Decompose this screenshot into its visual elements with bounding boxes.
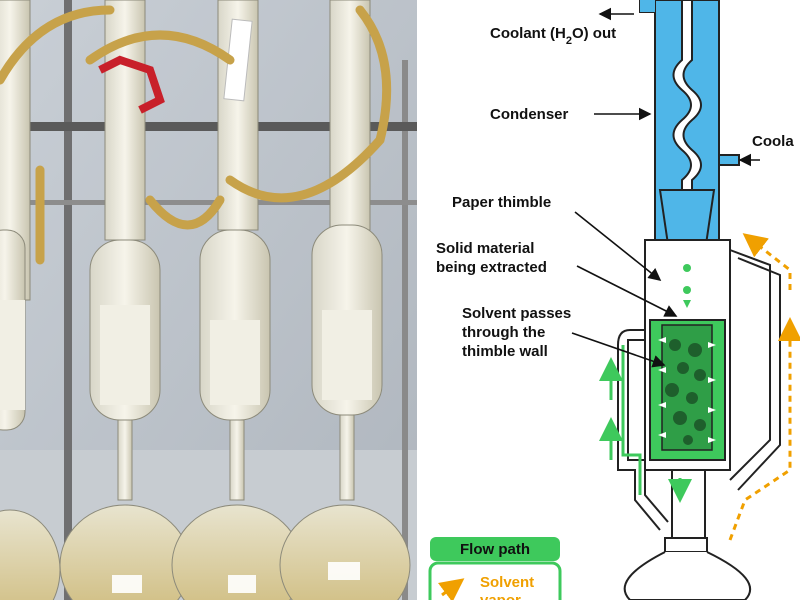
extractor-4 — [279, 0, 411, 600]
soxhlet-diagram: Coolant (H2O) out Coola Condenser Paper … — [428, 0, 800, 600]
legend-title: Flow path — [460, 541, 530, 558]
vapor-flow — [728, 233, 800, 541]
condenser — [639, 0, 740, 259]
solvent-label-line1: Solvent passes — [462, 305, 571, 322]
boiling-flask — [623, 537, 751, 600]
extractor-1 — [0, 0, 61, 600]
solid-material — [665, 339, 706, 445]
support-rod — [64, 0, 72, 600]
soxhlet-photo — [0, 0, 417, 600]
vapor-legend-arrow — [438, 578, 465, 600]
solid-material-label-line1: Solid material — [436, 240, 534, 257]
coolant-tubing — [0, 5, 392, 265]
legend-solvent-vapor-line1: Solvent — [480, 574, 534, 591]
condenser-label: Condenser — [490, 106, 569, 123]
coolant-in-label: Coola — [752, 133, 794, 150]
solvent-label-line2: through the — [462, 324, 545, 341]
flow-path-legend: Flow path Solvent vapor — [428, 537, 562, 600]
extractor-2 — [59, 0, 191, 600]
siphon-flow — [599, 345, 642, 495]
solvent-label-line3: thimble wall — [462, 343, 548, 360]
legend-title-box — [430, 537, 560, 561]
clamp-bar — [0, 122, 417, 131]
paper-thimble-label: Paper thimble — [452, 194, 551, 211]
wall-arrows — [658, 337, 716, 443]
thimble — [649, 319, 726, 461]
solid-material-label-line2: being extracted — [436, 259, 547, 276]
legend-solvent-vapor-line2: vapor — [480, 592, 521, 600]
coolant-out-label: Coolant (H2O) out — [490, 25, 616, 47]
red-clamp — [98, 55, 165, 114]
extractor-3 — [171, 0, 303, 600]
